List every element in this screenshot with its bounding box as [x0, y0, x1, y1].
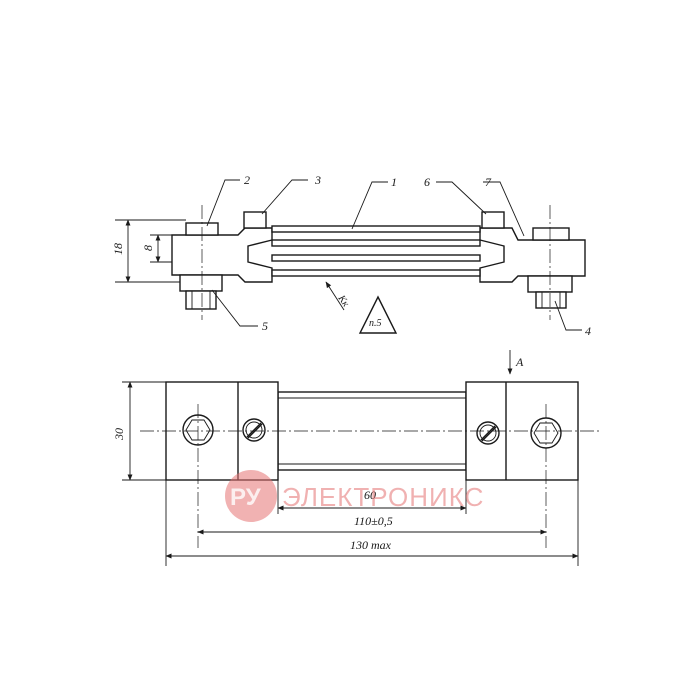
dim-height-18: 18 — [111, 243, 125, 255]
right-terminal-block — [479, 227, 586, 283]
left-terminal-block — [171, 227, 273, 283]
top-view — [122, 350, 600, 566]
slot-screw-right — [476, 421, 500, 445]
dim-length-60: 60 — [364, 488, 376, 502]
view-a-label: A — [515, 355, 524, 369]
dim-height-8: 8 — [141, 245, 155, 251]
callout-1: 1 — [391, 175, 397, 189]
clause-triangle — [358, 295, 398, 334]
resistive-plates — [271, 225, 481, 277]
side-view — [115, 179, 586, 334]
callout-4: 4 — [585, 324, 591, 338]
callout-3: 3 — [314, 173, 321, 187]
right-bolt — [527, 227, 573, 309]
dim-length-130: 130 max — [350, 538, 392, 552]
callout-leaders — [206, 179, 582, 331]
screw-left — [243, 211, 267, 229]
watermark-text: ЭЛЕКТРОНИКС — [282, 482, 484, 512]
callout-5: 5 — [262, 319, 268, 333]
clause-label: п.5 — [369, 318, 382, 329]
cover-mark: Кк — [335, 293, 351, 310]
dim-length-110: 110±0,5 — [354, 514, 393, 528]
watermark-logo-circle — [225, 470, 277, 522]
dim-width-30: 30 — [112, 428, 126, 441]
screw-right — [481, 211, 505, 229]
callout-6: 6 — [424, 175, 430, 189]
callout-2: 2 — [244, 173, 250, 187]
watermark-logo-text: РУ — [230, 484, 262, 511]
callout-7: 7 — [485, 175, 492, 189]
height-dimensions — [115, 219, 186, 283]
slot-screw-left — [242, 418, 266, 442]
watermark: РУ ЭЛЕКТРОНИКС — [225, 470, 484, 522]
